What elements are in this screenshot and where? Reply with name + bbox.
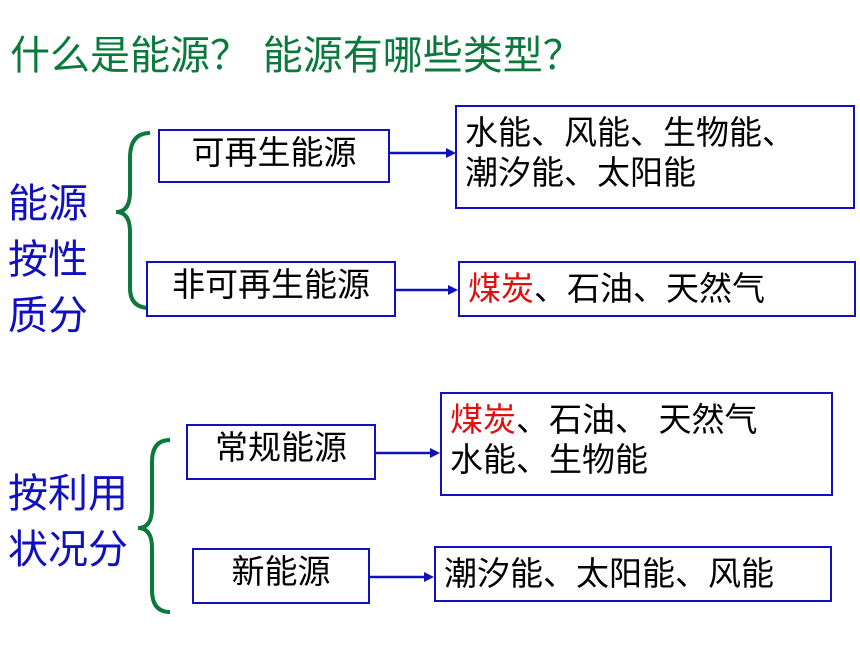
conventional-label: 常规能源 (215, 428, 347, 467)
renewable-box: 可再生能源 (158, 129, 390, 183)
renewable-result-line1: 水能、风能、生物能、 (465, 113, 795, 152)
conventional-result-rest: 、石油、 天然气 (516, 400, 758, 439)
new-energy-label: 新能源 (231, 552, 331, 591)
conventional-result-box: 煤炭、石油、 天然气 水能、生物能 (440, 392, 833, 496)
arrowhead-new-icon (424, 572, 434, 582)
bracket-group2 (137, 438, 171, 614)
arrowhead-conventional-icon (430, 448, 440, 458)
new-energy-result-box: 潮汐能、太阳能、风能 (434, 546, 832, 602)
nonrenewable-result-rest: 、石油、天然气 (534, 269, 765, 308)
new-energy-box: 新能源 (192, 548, 370, 604)
nonrenewable-result-highlight: 煤炭 (468, 269, 534, 308)
nonrenewable-result-box: 煤炭、石油、天然气 (458, 261, 856, 317)
renewable-label: 可再生能源 (191, 133, 357, 172)
nonrenewable-label: 非可再生能源 (172, 265, 370, 304)
page-title: 什么是能源？ 能源有哪些类型？ (10, 33, 583, 79)
new-energy-result: 潮汐能、太阳能、风能 (444, 554, 774, 593)
group2-label: 按利用 状况分 (8, 471, 128, 573)
arrowhead-renewable-icon (446, 148, 456, 158)
conventional-box: 常规能源 (186, 424, 376, 480)
arrowhead-nonrenewable-icon (448, 285, 458, 295)
conventional-result-highlight: 煤炭 (450, 400, 516, 439)
renewable-result-box: 水能、风能、生物能、 潮汐能、太阳能 (455, 105, 855, 209)
renewable-result-line2: 潮汐能、太阳能 (465, 153, 696, 192)
conventional-result-line2: 水能、生物能 (450, 440, 648, 479)
group1-label: 能源 按性 质分 (8, 181, 88, 339)
nonrenewable-box: 非可再生能源 (146, 261, 396, 317)
bracket-group1 (115, 131, 151, 310)
